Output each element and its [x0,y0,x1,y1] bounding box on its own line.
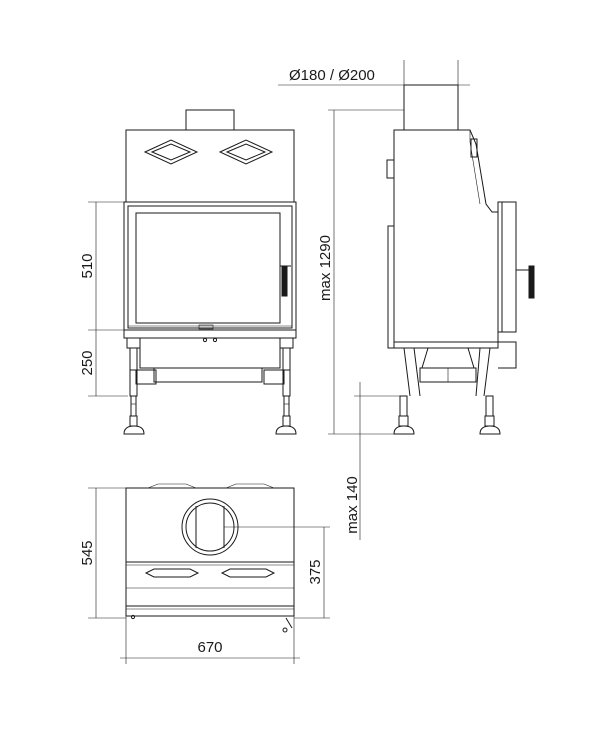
front-leg-right [263,337,297,435]
top-view [88,483,330,664]
front-air-vent-left [143,139,199,165]
flue-diameter-label: Ø180 / Ø200 [289,67,375,84]
side-leg-left [393,395,415,435]
side-door [497,201,517,333]
side-flue-collar [403,84,459,131]
front-leg-left [123,337,157,435]
total-height-label: max 1290 [317,235,334,301]
front-air-vent-right [218,139,274,165]
side-view [278,60,535,540]
width-label: 670 [197,639,222,656]
side-door-handle [528,265,535,299]
front-base-frame [123,329,297,339]
base-height-label: 250 [79,350,96,375]
base-clearance-label: max 140 [344,476,361,534]
depth-label: 545 [79,540,96,565]
side-leg-right [479,395,501,435]
front-door-glass [135,212,281,324]
front-upper-body [125,129,295,203]
front-door-frame [123,201,297,331]
front-door-inner-frame [127,205,293,329]
side-body [393,129,499,343]
front-flue-collar [185,109,235,131]
door-height-label: 510 [79,253,96,278]
flue-offset-label: 375 [307,559,324,584]
front-view [88,109,297,435]
front-door-handle [281,265,288,297]
